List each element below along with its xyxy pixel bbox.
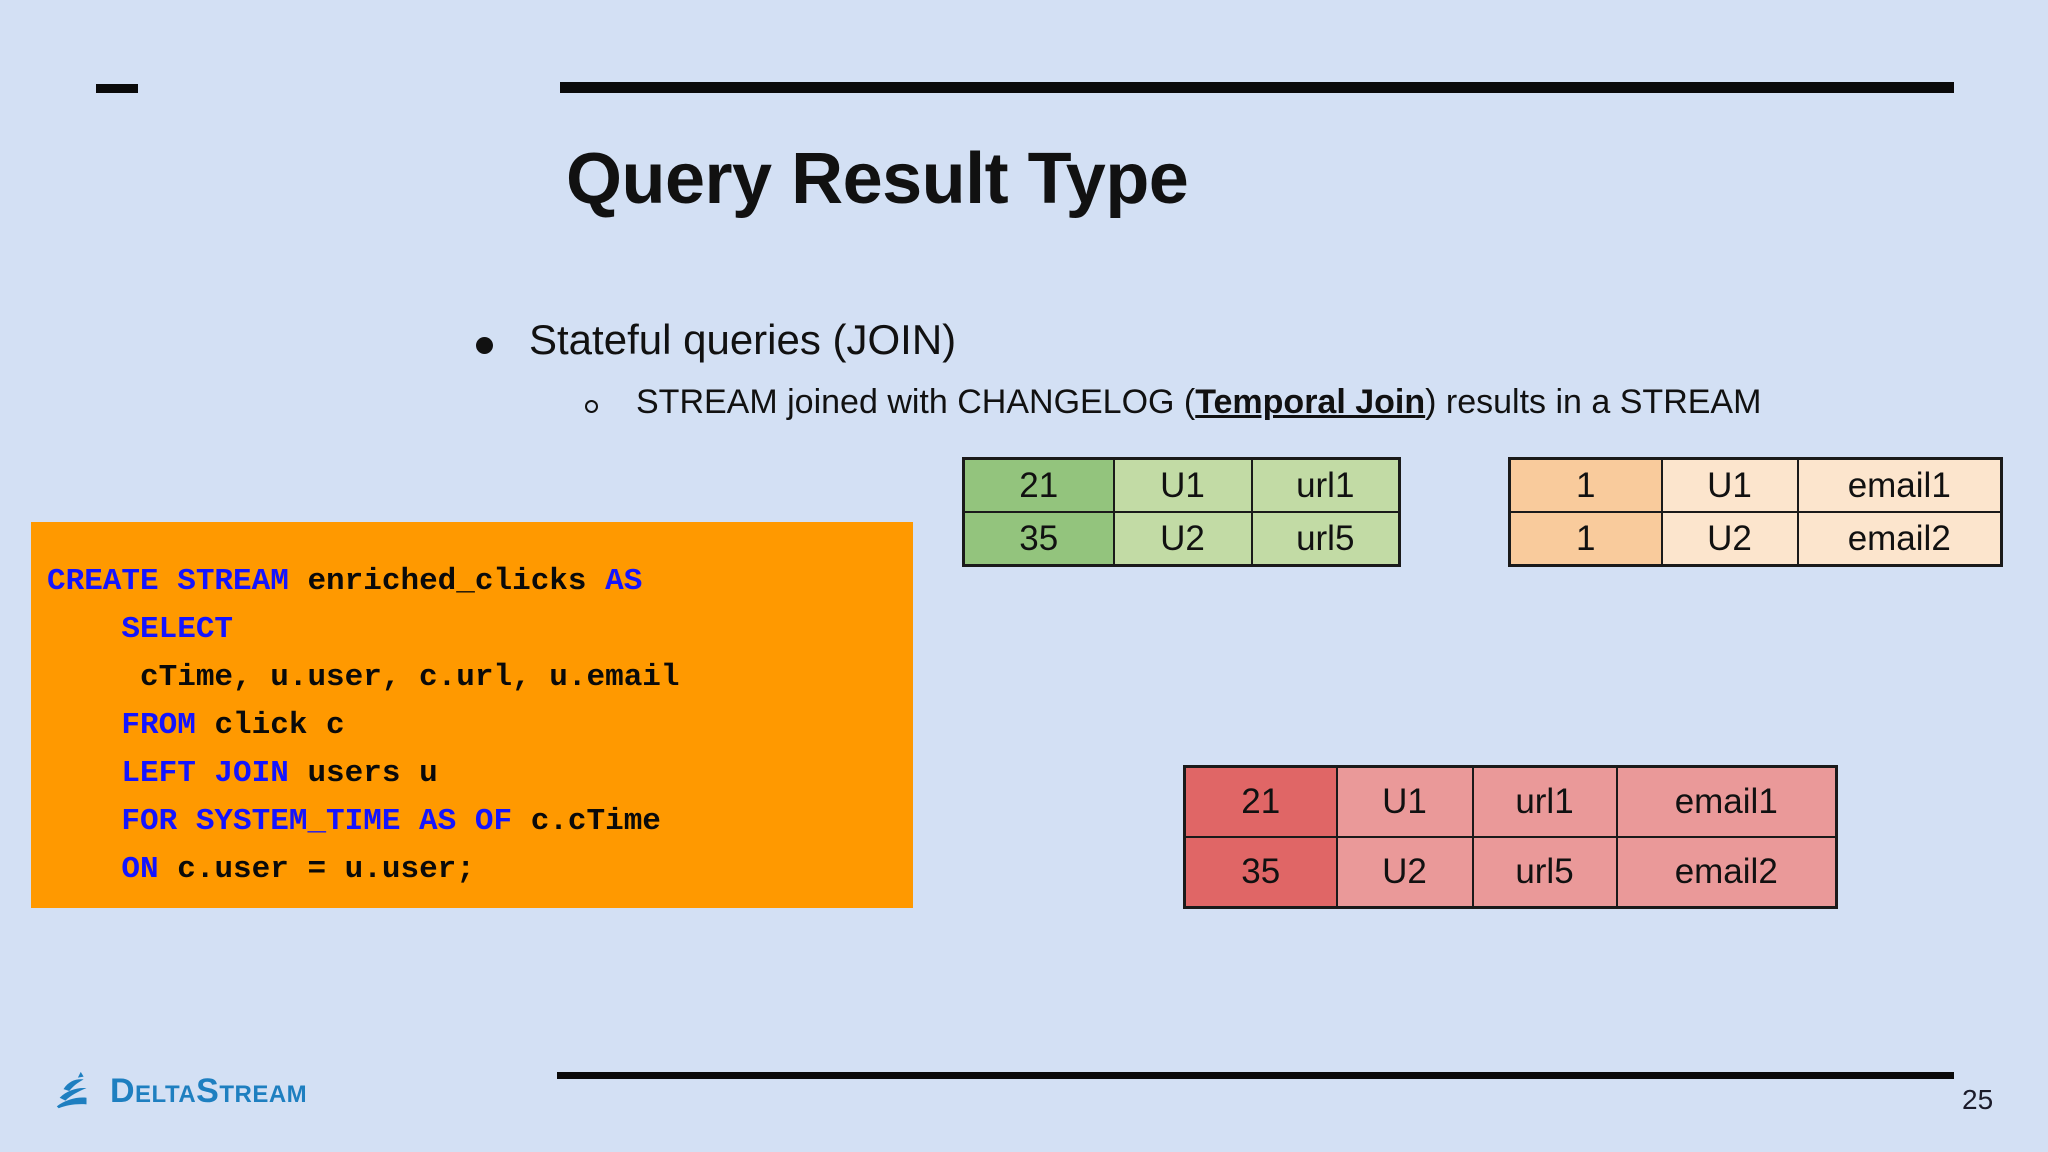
table-cell-key: 1 xyxy=(1508,511,1663,567)
table-cell: url5 xyxy=(1250,511,1401,567)
bullet-level2-suffix: ) results in a STREAM xyxy=(1425,383,1762,421)
bullet-level2: STREAM joined with CHANGELOG (Temporal J… xyxy=(585,383,1761,422)
table-cell-key: 1 xyxy=(1508,457,1663,513)
sql-code-text: CREATE STREAM enriched_clicks AS SELECT … xyxy=(47,564,680,887)
header-dash-mark xyxy=(96,84,138,93)
page-number: 25 xyxy=(1962,1084,1994,1115)
table-cell: url1 xyxy=(1471,765,1618,838)
table-cell: email1 xyxy=(1796,457,2003,513)
bullet-level2-label: STREAM joined with CHANGELOG (Temporal J… xyxy=(636,383,1761,422)
table-cell: email2 xyxy=(1796,511,2003,567)
table-cell-key: 21 xyxy=(962,457,1115,513)
table-cell: email1 xyxy=(1615,765,1838,838)
page-title: Query Result Type xyxy=(566,139,1189,219)
sql-code-block: CREATE STREAM enriched_clicks AS SELECT … xyxy=(31,522,913,908)
table-cell: U1 xyxy=(1335,765,1474,838)
table-cell-key: 35 xyxy=(962,511,1115,567)
bullet-circle-icon xyxy=(585,400,598,413)
header-divider-rule xyxy=(560,82,1954,93)
bullet-level2-emphasis: Temporal Join xyxy=(1195,383,1426,421)
table-cell: U1 xyxy=(1660,457,1799,513)
table-cell: url1 xyxy=(1250,457,1401,513)
table-cell: U2 xyxy=(1112,511,1253,567)
footer-divider-rule xyxy=(557,1072,1954,1079)
table-cell: url5 xyxy=(1471,836,1618,909)
table-cell: U2 xyxy=(1660,511,1799,567)
table-cell: U2 xyxy=(1335,836,1474,909)
table-cell: email2 xyxy=(1615,836,1838,909)
bullet-level2-prefix: STREAM joined with CHANGELOG ( xyxy=(636,383,1196,421)
deltastream-wordmark: DeltaStream xyxy=(110,1072,308,1110)
bullet-level1-label: Stateful queries (JOIN) xyxy=(529,316,957,363)
table-cell: U1 xyxy=(1112,457,1253,513)
table-cell-key: 35 xyxy=(1183,836,1338,909)
table-cell-key: 21 xyxy=(1183,765,1338,838)
deltastream-wave-icon xyxy=(56,1071,87,1109)
bullet-dot-icon xyxy=(476,337,493,354)
bullet-level1: Stateful queries (JOIN) xyxy=(476,316,957,363)
deltastream-logo: DeltaStream xyxy=(52,1068,307,1114)
